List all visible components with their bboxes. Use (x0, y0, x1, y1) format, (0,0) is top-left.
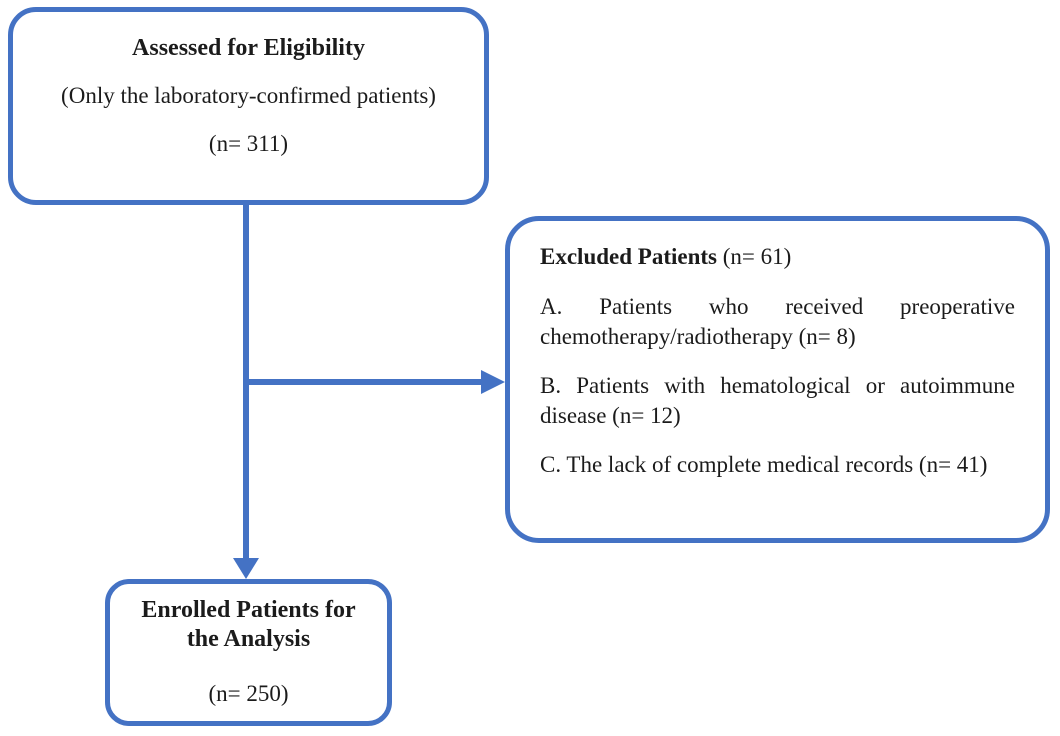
enrolled-box-title: Enrolled Patients for the Analysis (141, 597, 356, 652)
excluded-reason-b: B. Patients with hematological or autoim… (540, 373, 1015, 428)
excluded-box-count: (n= 61) (716, 244, 792, 269)
right-arrow-icon (481, 370, 505, 394)
enrolled-patients-box: Enrolled Patients for the Analysis (n= 2… (105, 579, 392, 726)
assessed-box-count: (n= 311) (208, 131, 289, 156)
enrolled-box-count: (n= 250) (208, 681, 289, 706)
excluded-reason-c: C. The lack of complete medical records … (540, 452, 988, 477)
assessed-box-title: Assessed for Eligibility (132, 35, 365, 61)
excluded-box-title: Excluded Patients (540, 244, 717, 269)
excluded-box-header: Excluded Patients (n= 61) (540, 241, 1015, 273)
assessed-eligibility-box: Assessed for Eligibility (Only the labor… (8, 7, 489, 205)
excluded-reason-a: A. Patients who received preoperative ch… (540, 294, 1015, 349)
excluded-patients-box: Excluded Patients (n= 61) A. Patients wh… (505, 216, 1050, 543)
down-arrow-icon (233, 558, 259, 579)
assessed-box-subtitle: (Only the laboratory-confirmed patients) (61, 83, 436, 108)
horizontal-connector-line (246, 379, 483, 385)
